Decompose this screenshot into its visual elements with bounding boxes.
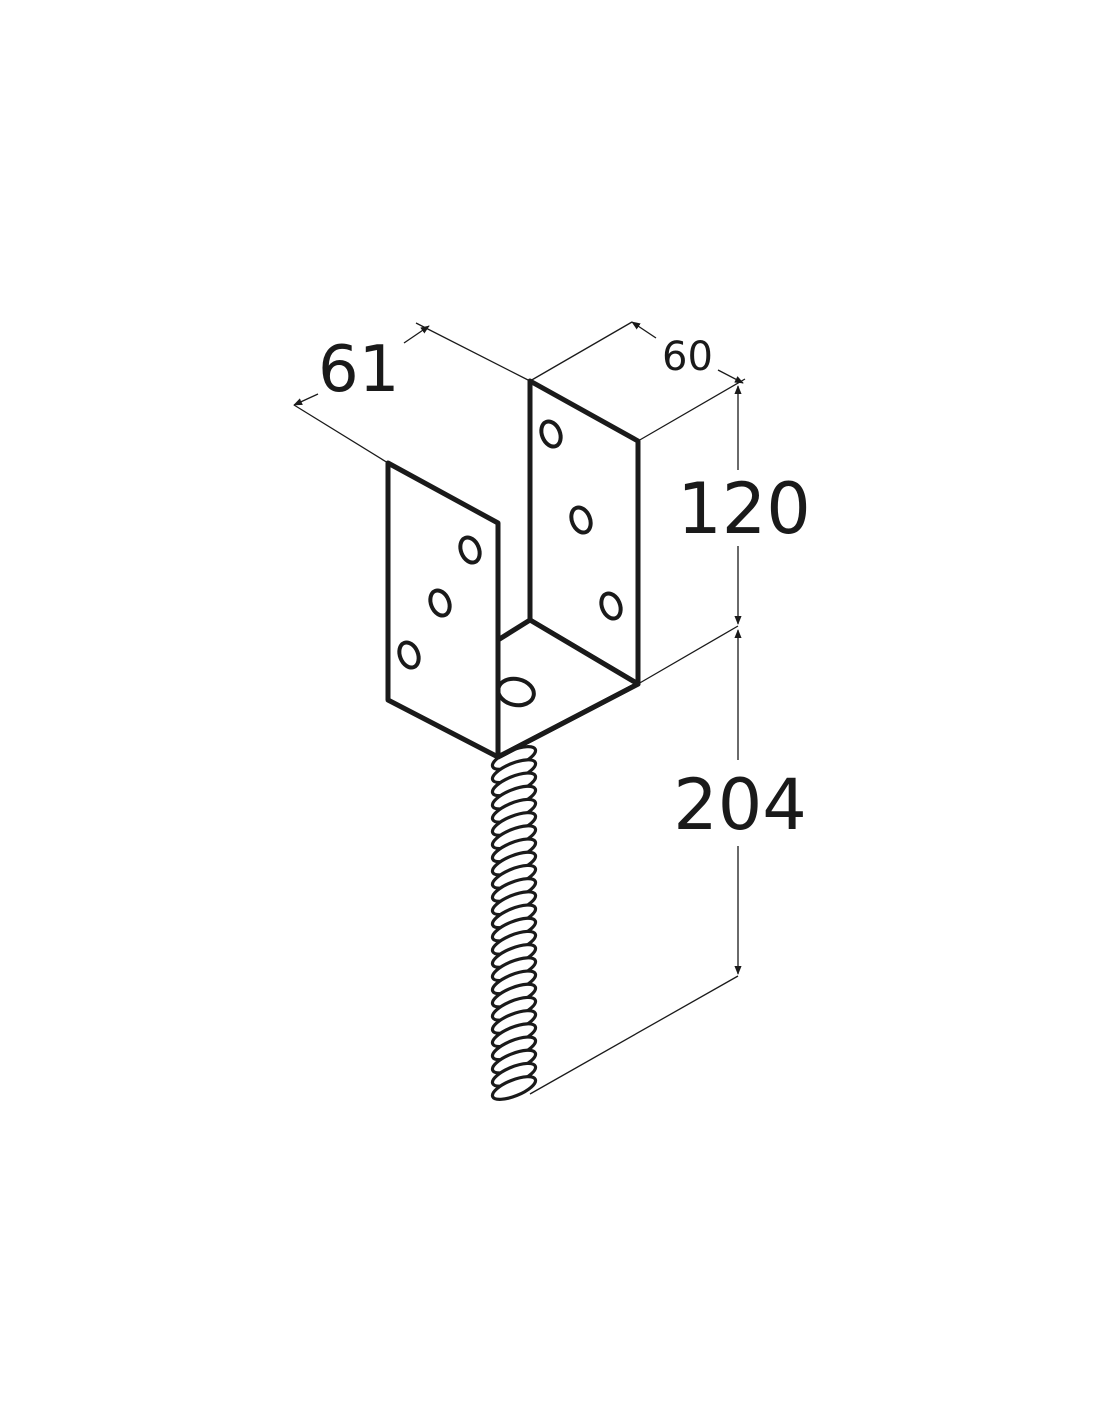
back-plate-hole-top xyxy=(539,419,563,449)
back-plate-hole-bottom xyxy=(599,591,623,621)
dimension-rod-length: 204 xyxy=(529,629,807,1095)
dimension-height: 120 xyxy=(637,385,811,685)
depth-dimension-label: 60 xyxy=(662,334,713,380)
height-dimension-label: 120 xyxy=(677,468,811,550)
front-plate-hole-bottom xyxy=(397,640,421,670)
front-plate-hole-middle xyxy=(428,588,452,618)
width-dimension-label: 61 xyxy=(318,333,399,407)
threaded-rod xyxy=(490,745,538,1101)
dimension-depth: 60 xyxy=(529,321,746,442)
front-plate-hole-top xyxy=(458,535,482,565)
rod-thread-coil xyxy=(490,1075,538,1101)
bracket-bottom-edge xyxy=(495,681,641,760)
rod-length-dimension-label: 204 xyxy=(673,764,807,846)
back-plate-hole-middle xyxy=(569,505,593,535)
dimension-width: 61 xyxy=(293,322,531,464)
